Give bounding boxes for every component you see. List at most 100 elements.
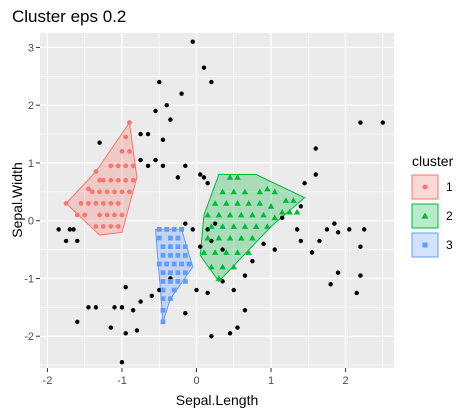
- cluster-3-point: [175, 244, 181, 250]
- noise-point: [97, 140, 102, 145]
- noise-point: [205, 290, 210, 296]
- noise-point: [63, 238, 69, 244]
- cluster-1-point: [108, 163, 114, 169]
- noise-point: [235, 325, 240, 330]
- noise-point: [317, 238, 322, 244]
- cluster-3-point: [160, 296, 166, 302]
- legend-items: 123: [411, 174, 453, 258]
- cluster-2-point: [238, 211, 245, 218]
- noise-point: [153, 108, 158, 114]
- cluster-2-point: [211, 249, 219, 255]
- noise-point: [149, 293, 154, 299]
- cluster-2-point: [241, 223, 249, 229]
- cluster-3-point: [175, 252, 181, 258]
- noise-point: [123, 331, 128, 336]
- cluster-3-point: [160, 307, 166, 313]
- cluster-1-point: [100, 201, 106, 206]
- noise-point: [354, 290, 359, 296]
- grid-lines: [40, 33, 394, 368]
- x-tick-label: -2: [43, 375, 53, 387]
- cluster-3-point: [168, 252, 173, 258]
- cluster-2-point: [293, 208, 301, 215]
- cluster-2-point: [290, 197, 297, 203]
- cluster-1-point: [127, 149, 132, 154]
- cluster-2-point: [245, 200, 252, 206]
- cluster-1-point: [115, 177, 121, 183]
- noise-point: [227, 331, 233, 336]
- cluster-1-point: [93, 201, 99, 206]
- cluster-2-point: [245, 249, 252, 255]
- cluster-2-point: [256, 200, 264, 206]
- noise-point: [242, 308, 248, 313]
- noise-point: [294, 227, 300, 232]
- y-axis-label: Sepal.Width: [9, 162, 25, 237]
- noise-point: [168, 117, 173, 122]
- cluster-1-point: [123, 177, 129, 183]
- cluster-3-point: [175, 270, 181, 276]
- cluster-2-point: [200, 249, 208, 255]
- cluster-1-point: [93, 169, 99, 175]
- noise-point: [220, 247, 225, 252]
- noise-point: [190, 227, 195, 232]
- cluster-3-point: [168, 244, 173, 250]
- legend-key: [411, 232, 439, 258]
- noise-point: [324, 227, 330, 232]
- cluster-1-point: [97, 189, 103, 195]
- cluster-3-point: [156, 261, 162, 267]
- cluster-2-point: [219, 188, 226, 195]
- noise-point: [93, 305, 99, 310]
- noise-point: [56, 227, 61, 232]
- cluster-2-point: [282, 197, 290, 203]
- cluster-2-point: [226, 234, 234, 241]
- cluster-2-point: [278, 208, 286, 215]
- noise-point: [272, 247, 277, 252]
- cluster-3-point: [186, 261, 192, 267]
- cluster-2-point: [230, 188, 237, 195]
- cluster-3-point: [179, 261, 184, 267]
- cluster-3-point: [164, 261, 170, 267]
- noise-point: [183, 310, 188, 316]
- plot-panel: [40, 33, 394, 368]
- cluster-3-point: [160, 319, 166, 325]
- cluster-2-point: [215, 234, 223, 241]
- cluster-3-point: [160, 244, 166, 250]
- cluster-3-point: [168, 278, 173, 284]
- cluster-1-point: [130, 177, 136, 183]
- noise-point: [380, 120, 386, 125]
- cluster-1-point: [108, 224, 114, 229]
- noise-point: [119, 305, 125, 310]
- cluster-3-point: [160, 270, 166, 276]
- legend-item-3: 3: [411, 232, 453, 258]
- y-tick-label: 1: [28, 158, 34, 170]
- noise-point: [138, 131, 143, 137]
- noise-point: [157, 287, 162, 293]
- cluster-2-point: [249, 234, 256, 241]
- cluster-points: [63, 120, 301, 325]
- cluster-2-point: [226, 174, 234, 180]
- legend-label: 2: [446, 209, 453, 223]
- noise-point: [361, 227, 367, 232]
- noise-point: [157, 79, 162, 85]
- x-axis-label: Sepal.Length: [176, 392, 259, 408]
- x-tick-label: 1: [268, 375, 274, 387]
- cluster-2-point: [267, 203, 275, 209]
- legend: cluster 123: [411, 153, 454, 258]
- cluster-2-point: [238, 234, 245, 241]
- cluster-2-point: [234, 174, 241, 180]
- noise-point: [242, 273, 248, 278]
- cluster-3-point: [171, 287, 177, 293]
- cluster-3-point: [171, 226, 177, 232]
- legend-label: 3: [446, 238, 453, 252]
- cluster-2-point: [226, 211, 234, 218]
- cluster-2-point: [211, 200, 219, 206]
- cluster-2-point: [264, 223, 271, 229]
- cluster-1-point: [82, 212, 88, 218]
- noise-point: [231, 287, 236, 293]
- cluster-1-point: [97, 212, 103, 218]
- noise-point: [212, 221, 218, 226]
- cluster-1-point: [127, 120, 132, 125]
- noise-point: [250, 258, 255, 264]
- y-tick-label: -1: [24, 273, 34, 285]
- noise-point: [160, 137, 166, 143]
- noise-point: [67, 227, 73, 232]
